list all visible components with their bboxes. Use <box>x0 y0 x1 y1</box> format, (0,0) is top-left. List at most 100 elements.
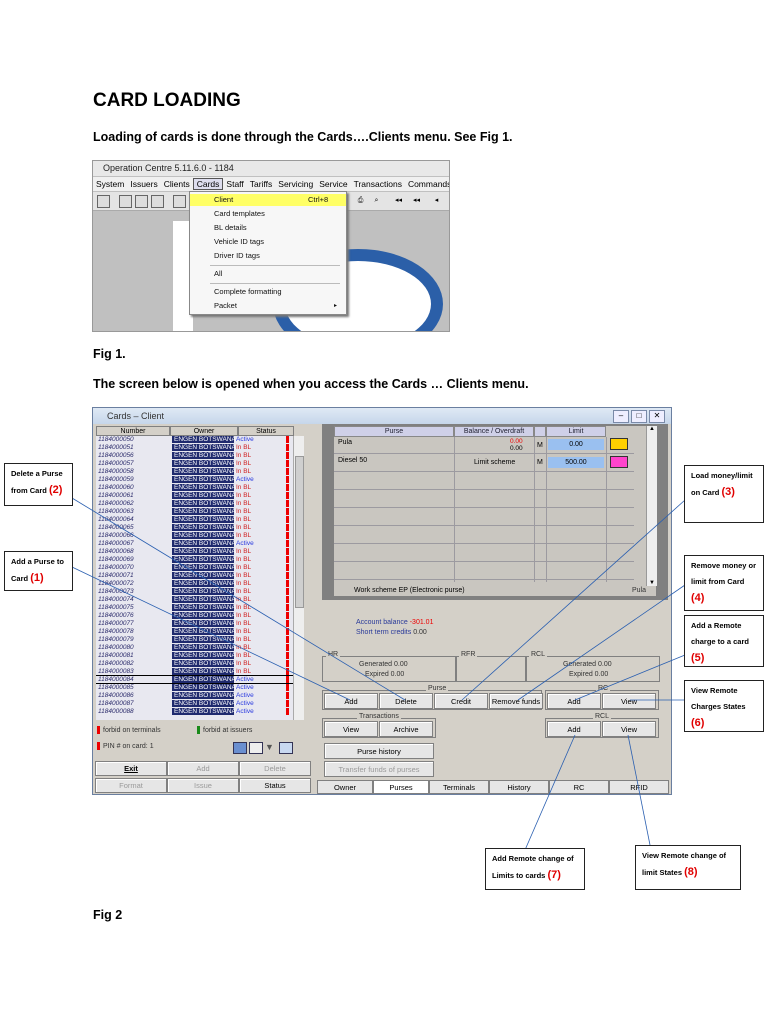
column-header-owner[interactable]: Owner <box>170 426 238 436</box>
rc-view-button[interactable]: View <box>602 693 656 709</box>
remove-funds-button[interactable]: Remove funds <box>489 693 543 709</box>
toolbar-check-icon[interactable] <box>151 195 164 208</box>
purse-history-button[interactable]: Purse history <box>324 743 434 759</box>
card-icon[interactable] <box>249 742 263 754</box>
menu-commands[interactable]: Commands <box>407 179 450 189</box>
column-header-number[interactable]: Number <box>96 426 170 436</box>
add-purse-button[interactable]: Add <box>324 693 378 709</box>
menu-tariffs[interactable]: Tariffs <box>249 179 273 189</box>
credit-button[interactable]: Credit <box>434 693 488 709</box>
toolbar-card-icon[interactable] <box>173 195 186 208</box>
menu-staff[interactable]: Staff <box>226 179 244 189</box>
format-button[interactable]: Format <box>95 778 167 793</box>
toolbar-prev-icon[interactable]: ◂◂ <box>412 197 421 204</box>
toolbar-report-icon[interactable] <box>119 195 132 208</box>
menu-clients[interactable]: Clients <box>163 179 190 189</box>
purse-grid[interactable]: Purse Balance / Overdraft Limit Pula 0.0… <box>334 426 657 586</box>
delete-purse-button[interactable]: Delete <box>379 693 433 709</box>
dropdown-item-bl-details[interactable]: BL details <box>214 223 247 232</box>
toolbar-print-icon[interactable]: ⎙ <box>357 197 364 204</box>
balance-header[interactable]: Balance / Overdraft <box>454 426 534 437</box>
scroll-down-icon[interactable]: ▼ <box>649 580 655 586</box>
dropdown-item-complete-formatting[interactable]: Complete formatting <box>214 287 282 296</box>
close-icon[interactable]: ✕ <box>649 410 665 423</box>
exit-button[interactable]: Exit <box>95 761 167 776</box>
minimize-icon[interactable]: – <box>613 410 629 423</box>
toolbar-first-icon[interactable]: ◂◂ <box>394 197 403 204</box>
purse-header[interactable]: Purse <box>334 426 454 437</box>
rcl-view-button[interactable]: View <box>602 721 656 737</box>
column-header-status[interactable]: Status <box>238 426 294 436</box>
toolbar-settings-icon[interactable] <box>135 195 148 208</box>
limit-header[interactable]: Limit <box>546 426 606 437</box>
dropdown-item-card-templates[interactable]: Card templates <box>214 209 265 218</box>
menu-system[interactable]: System <box>96 179 125 189</box>
menu-servicing[interactable]: Servicing <box>278 179 314 189</box>
status-button[interactable]: Status <box>239 778 311 793</box>
purse-scrollbar[interactable]: ▲ ▼ <box>646 426 657 586</box>
dropdown-item-driver-id-tags[interactable]: Driver ID tags <box>214 251 260 260</box>
toolbar-next-icon[interactable]: ◂ <box>434 197 439 204</box>
scrollbar-thumb[interactable] <box>295 456 304 608</box>
tab-rc[interactable]: RC <box>549 780 609 794</box>
add-card-button[interactable]: Add <box>167 761 239 776</box>
scroll-up-icon[interactable]: ▲ <box>649 426 655 432</box>
rc-add-button[interactable]: Add <box>547 693 601 709</box>
delete-card-button[interactable]: Delete <box>239 761 311 776</box>
menu-transactions[interactable]: Transactions <box>353 179 402 189</box>
transactions-archive-button[interactable]: Archive <box>379 721 433 737</box>
transactions-view-button[interactable]: View <box>324 721 378 737</box>
limit-value[interactable]: 0.00 <box>548 439 604 450</box>
limit-value[interactable]: 500.00 <box>548 457 604 468</box>
maximize-icon[interactable]: □ <box>631 410 647 423</box>
tab-owner[interactable]: Owner <box>317 780 373 794</box>
list-scrollbar[interactable] <box>293 436 304 720</box>
filter-icon[interactable]: ▼ <box>265 742 274 752</box>
transfer-funds-button[interactable]: Transfer funds of purses <box>324 761 434 777</box>
dropdown-item-all[interactable]: All <box>214 269 223 278</box>
dropdown-item-vehicle-id-tags[interactable]: Vehicle ID tags <box>214 237 265 246</box>
toolbar-window-icon[interactable] <box>97 195 110 208</box>
tab-history[interactable]: History <box>489 780 549 794</box>
tab-rfid[interactable]: RFID <box>609 780 669 794</box>
purse-status-icon[interactable] <box>610 438 628 450</box>
limit-scheme-icon[interactable] <box>610 456 628 468</box>
issue-button[interactable]: Issue <box>167 778 239 793</box>
clear-filter-icon[interactable] <box>279 742 293 754</box>
